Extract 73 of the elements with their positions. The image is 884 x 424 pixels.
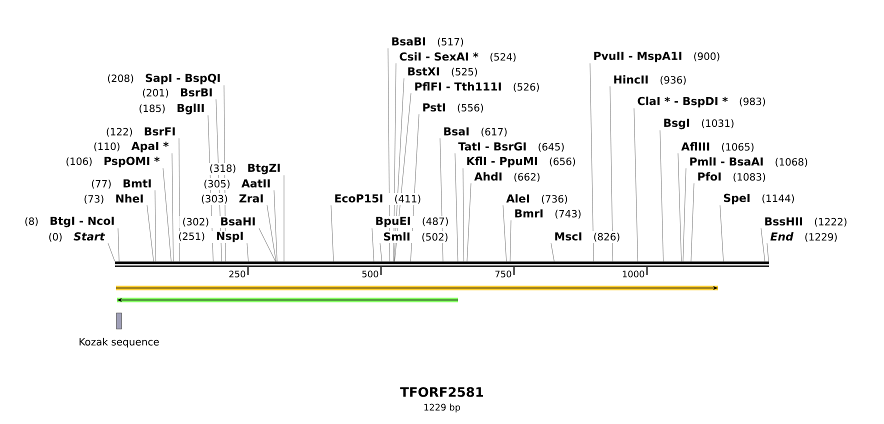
leader-line	[380, 242, 382, 262]
site-label: PfoI (1083)	[694, 171, 769, 183]
leader-line	[178, 138, 180, 262]
site-label: (303) ZraI	[198, 193, 267, 205]
site-label: (110) ApaI *	[90, 141, 172, 153]
site-label: End (1229)	[767, 231, 841, 243]
site-label: SpeI (1144)	[720, 193, 798, 205]
site-label: (185) BglII	[136, 103, 208, 115]
leader-line	[454, 152, 458, 262]
site-label: TatI - BsrGI (645)	[455, 141, 568, 153]
leader-line	[172, 152, 174, 262]
leader-line	[258, 228, 276, 262]
leader-line	[682, 168, 686, 262]
site-label: (106) PspOMI *	[62, 156, 163, 168]
site-label: EcoP15I (411)	[331, 193, 424, 205]
leader-line	[502, 204, 507, 262]
leader-line	[246, 242, 249, 262]
leader-line	[590, 62, 594, 262]
leader-line	[634, 108, 638, 262]
site-label: PmlI - BsaAI (1068)	[686, 156, 812, 168]
leader-line	[760, 228, 766, 262]
site-label: ClaI * - BspDI * (983)	[634, 96, 769, 108]
site-label: PvuII - MspA1I (900)	[590, 51, 724, 63]
site-label: KflI - PpuMI (656)	[463, 156, 579, 168]
site-label: BsgI (1031)	[660, 118, 738, 130]
site-label: (201) BsrBI	[139, 87, 216, 99]
site-label: BpuEI (487)	[372, 216, 452, 228]
site-label: (208) SapI - BspQI	[104, 73, 224, 85]
site-label: BsaI (617)	[440, 126, 511, 138]
site-label: HincII (936)	[610, 74, 690, 86]
leader-line	[510, 220, 512, 262]
leader-line	[550, 242, 554, 262]
sequence-backbone	[115, 262, 769, 267]
site-label: MscI (826)	[551, 231, 624, 243]
leader-line	[610, 86, 614, 262]
leader-line	[690, 182, 694, 262]
leader-line	[466, 182, 472, 262]
site-label: BsaBI (517)	[388, 36, 467, 48]
site-label: AleI (736)	[503, 193, 571, 205]
leader-line	[108, 242, 116, 262]
leader-line	[372, 228, 374, 262]
leader-line	[720, 204, 724, 262]
sequence-length: 1229 bp	[424, 404, 460, 412]
leader-line	[162, 168, 172, 262]
site-label: (305) AatII	[200, 178, 274, 190]
site-label: (8) BtgI - NcoI	[21, 216, 118, 228]
site-label: BstXI (525)	[404, 66, 481, 78]
site-label: BssHII (1222)	[761, 216, 850, 228]
site-label: AflIII (1065)	[678, 141, 758, 153]
site-label: (0) Start	[45, 231, 108, 243]
site-label: CsiI - SexAI * (524)	[396, 51, 520, 63]
site-label: PstI (556)	[419, 102, 487, 114]
site-label: (77) BmtI	[88, 178, 155, 190]
site-label: PflFI - Tth111I (526)	[411, 81, 543, 93]
leader-line	[266, 204, 276, 262]
site-label: BmrI (743)	[511, 208, 584, 220]
leader-line	[154, 190, 156, 262]
leader-line	[146, 204, 154, 262]
leader-line	[766, 242, 769, 262]
site-label: AhdI (662)	[471, 171, 544, 183]
leader-line	[118, 228, 120, 262]
leader-line	[330, 204, 334, 262]
site-label: (122) BsrFI	[102, 126, 179, 138]
map-title: TFORF2581	[400, 387, 484, 397]
site-label: (73) NheI	[80, 193, 147, 205]
site-label: (302) BsaHI	[179, 216, 259, 228]
leader-line	[678, 152, 682, 262]
site-label: SmlI (502)	[380, 231, 452, 243]
leader-line	[462, 168, 464, 262]
site-label: (318) BtgZI	[206, 163, 284, 175]
leader-line	[274, 190, 278, 262]
site-label: (251) NspI	[175, 231, 247, 243]
leader-line	[660, 130, 664, 262]
